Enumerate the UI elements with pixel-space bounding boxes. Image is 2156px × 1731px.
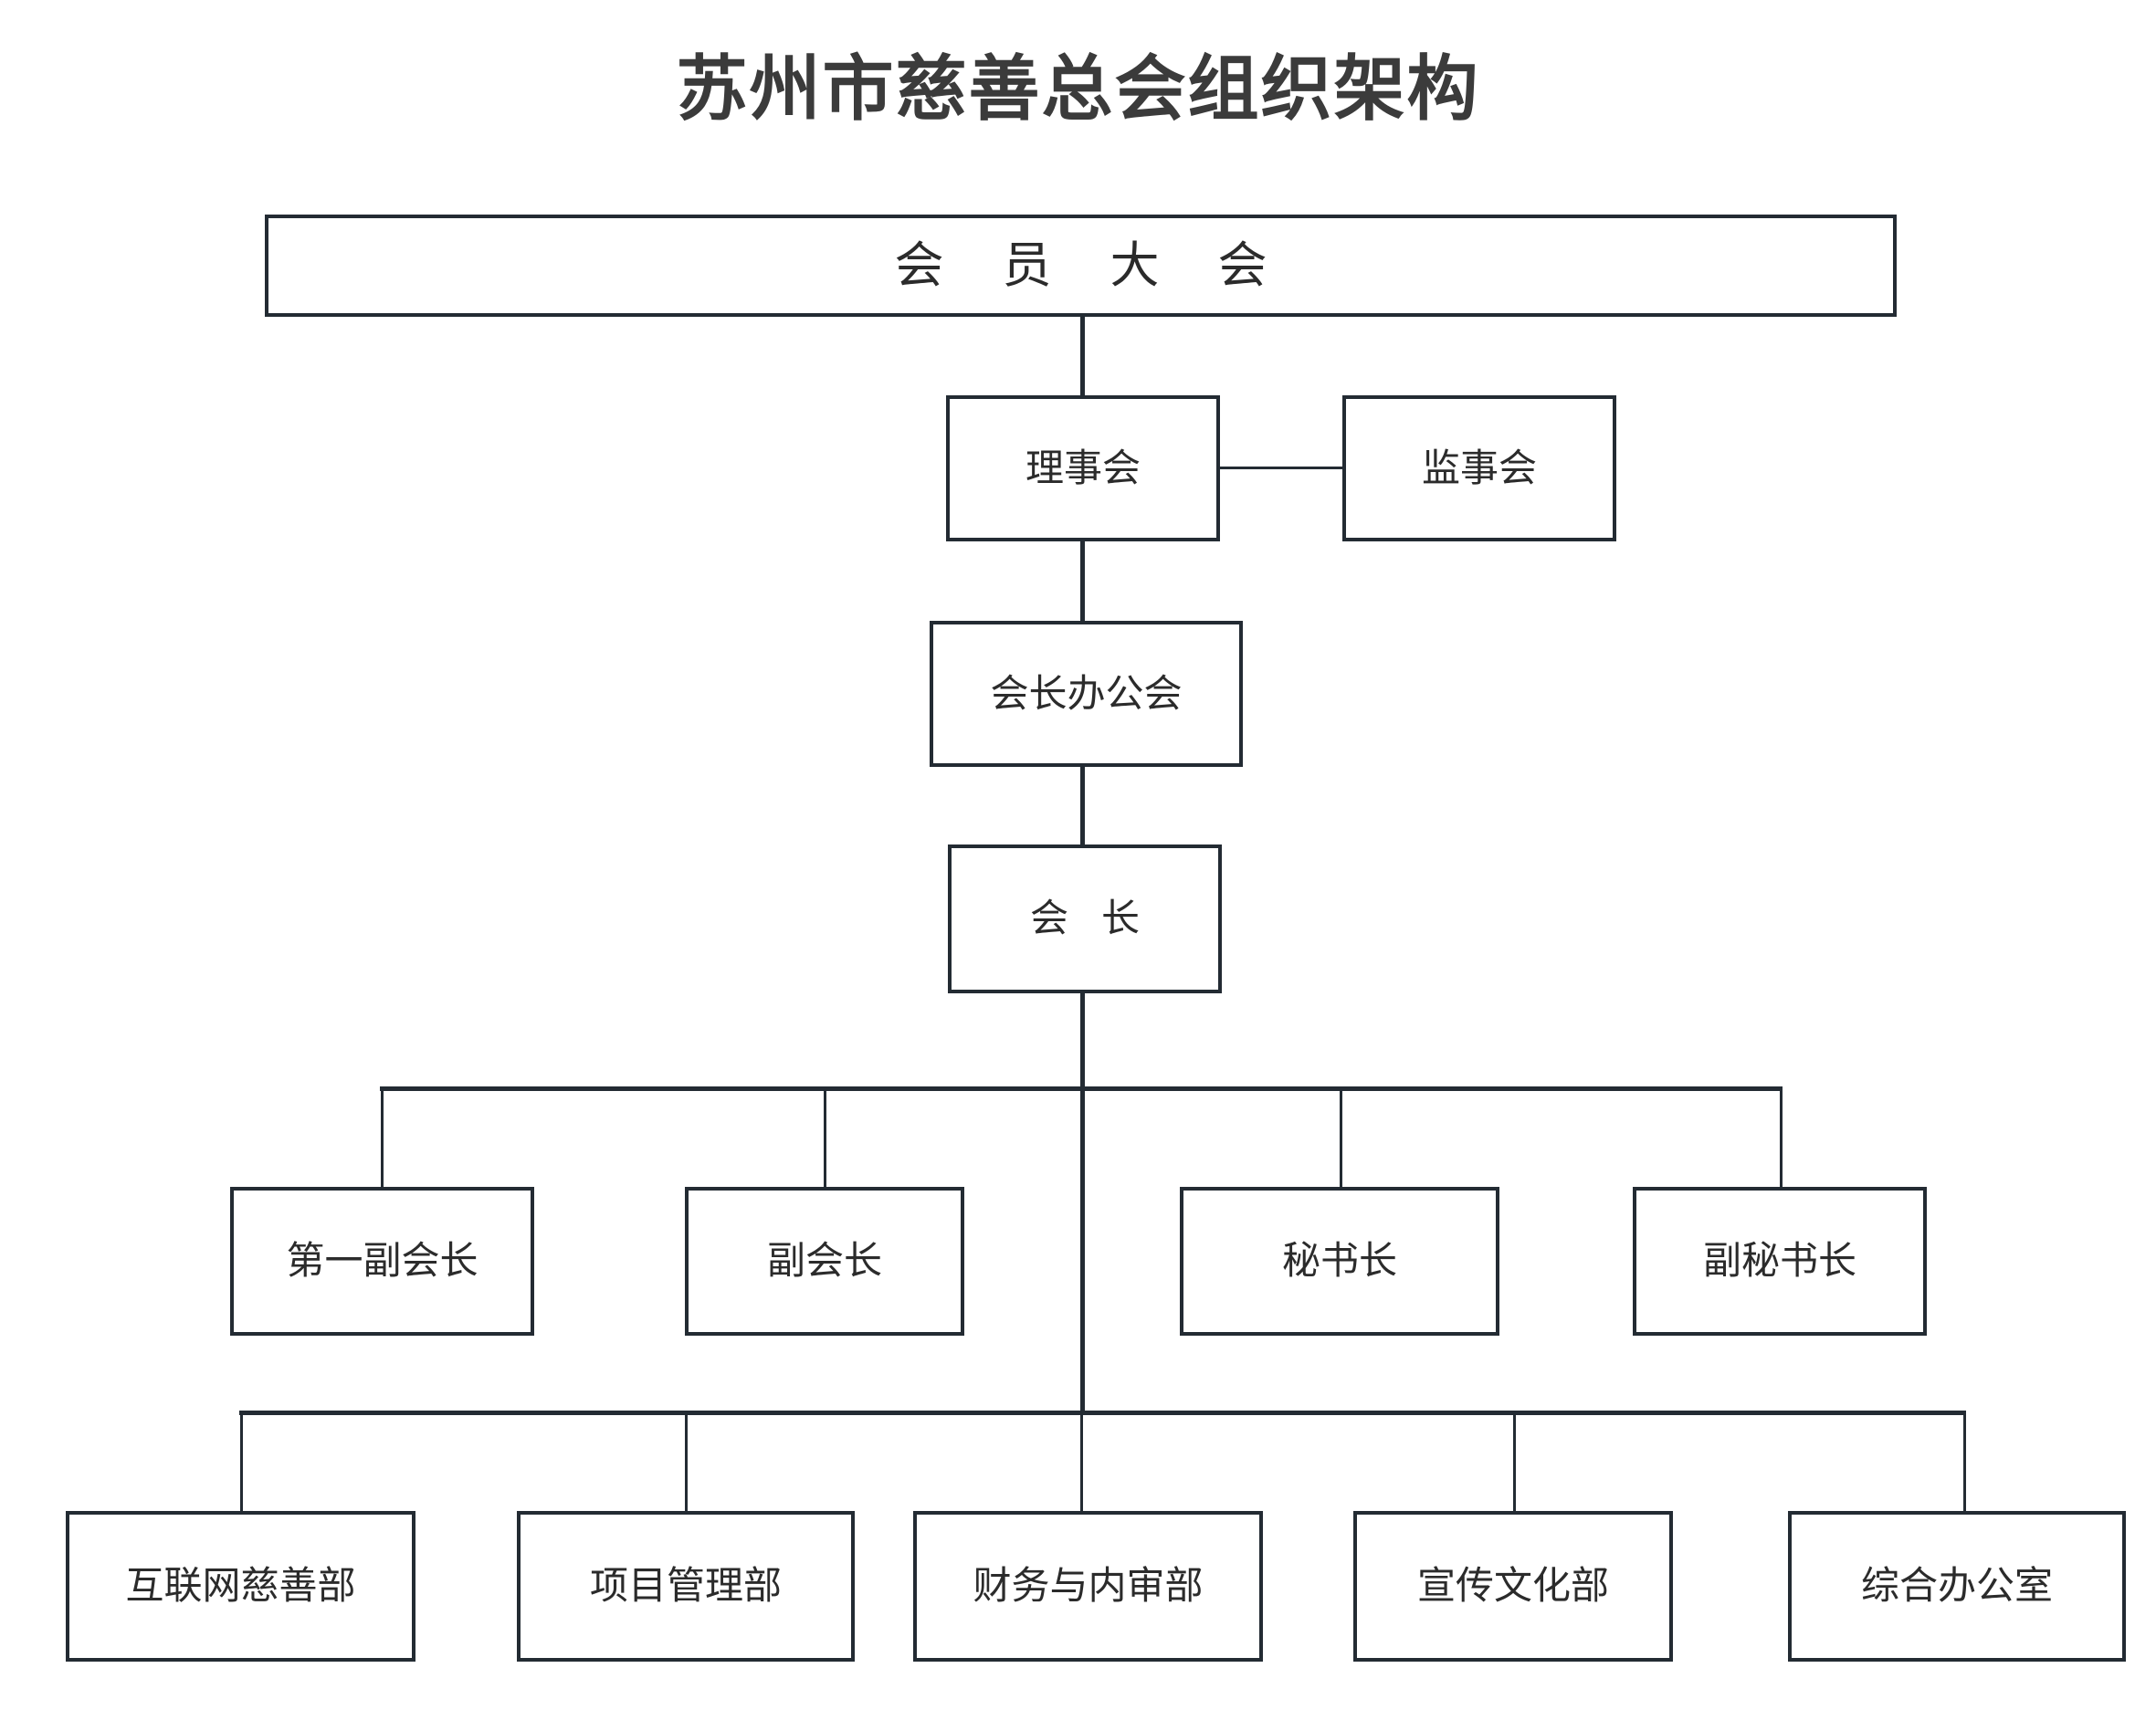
- node-dept-general-office[interactable]: 综合办公室: [1788, 1511, 2126, 1662]
- node-dept-finance-audit[interactable]: 财务与内审部: [913, 1511, 1263, 1662]
- node-label-members-assembly: 会员大会: [894, 237, 1326, 293]
- connector-drop-general-office: [1963, 1411, 1966, 1513]
- node-label-dept-general-office: 综合办公室: [1860, 1564, 2053, 1608]
- node-president[interactable]: 会长: [948, 845, 1222, 993]
- connector-board-to-supervisors: [1217, 467, 1345, 469]
- node-president-office-meeting[interactable]: 会长办公会: [930, 621, 1243, 767]
- node-label-dept-finance-audit: 财务与内审部: [973, 1564, 1204, 1608]
- node-label-board-of-directors: 理事会: [1025, 446, 1141, 489]
- connector-drop-internet-charity: [240, 1411, 243, 1513]
- connector-level5-bus: [380, 1086, 1783, 1091]
- connector-drop-project-management: [685, 1411, 688, 1513]
- connector-president-spine: [1080, 993, 1085, 1415]
- page-title: 苏州市慈善总会组织架构: [676, 48, 1480, 129]
- node-label-president: 会长: [1029, 897, 1173, 940]
- connector-drop-publicity-culture: [1513, 1411, 1516, 1513]
- node-label-deputy-secretary-general: 副秘书长: [1702, 1239, 1856, 1283]
- connector-drop-finance-audit: [1080, 1411, 1083, 1513]
- node-dept-project-management[interactable]: 项目管理部: [517, 1511, 855, 1662]
- node-label-board-of-supervisors: 监事会: [1421, 446, 1537, 489]
- connector-drop-vice-president: [824, 1086, 826, 1189]
- connector-assembly-to-board: [1080, 315, 1085, 397]
- node-label-first-vice-president: 第一副会长: [286, 1239, 479, 1283]
- node-vice-president[interactable]: 副会长: [685, 1187, 964, 1336]
- connector-office-meeting-to-president: [1080, 765, 1085, 846]
- node-secretary-general[interactable]: 秘书长: [1180, 1187, 1499, 1336]
- node-dept-internet-charity[interactable]: 互联网慈善部: [66, 1511, 415, 1662]
- node-board-of-directors[interactable]: 理事会: [946, 395, 1220, 541]
- node-board-of-supervisors[interactable]: 监事会: [1342, 395, 1616, 541]
- connector-level6-bus: [239, 1411, 1965, 1415]
- node-label-dept-internet-charity: 互联网慈善部: [125, 1564, 356, 1608]
- node-label-vice-president: 副会长: [766, 1239, 882, 1283]
- node-members-assembly[interactable]: 会员大会: [265, 215, 1897, 317]
- node-first-vice-president[interactable]: 第一副会长: [230, 1187, 534, 1336]
- connector-board-to-office-meeting: [1080, 539, 1085, 623]
- connector-drop-deputy-secretary-general: [1780, 1086, 1783, 1189]
- node-label-dept-publicity-culture: 宣传文化部: [1416, 1564, 1609, 1608]
- connector-drop-secretary-general: [1340, 1086, 1342, 1189]
- node-dept-publicity-culture[interactable]: 宣传文化部: [1353, 1511, 1673, 1662]
- node-label-dept-project-management: 项目管理部: [589, 1564, 782, 1608]
- node-label-secretary-general: 秘书长: [1281, 1239, 1397, 1283]
- node-label-president-office-meeting: 会长办公会: [990, 671, 1183, 715]
- connector-drop-first-vice-president: [381, 1086, 384, 1189]
- node-deputy-secretary-general[interactable]: 副秘书长: [1633, 1187, 1927, 1336]
